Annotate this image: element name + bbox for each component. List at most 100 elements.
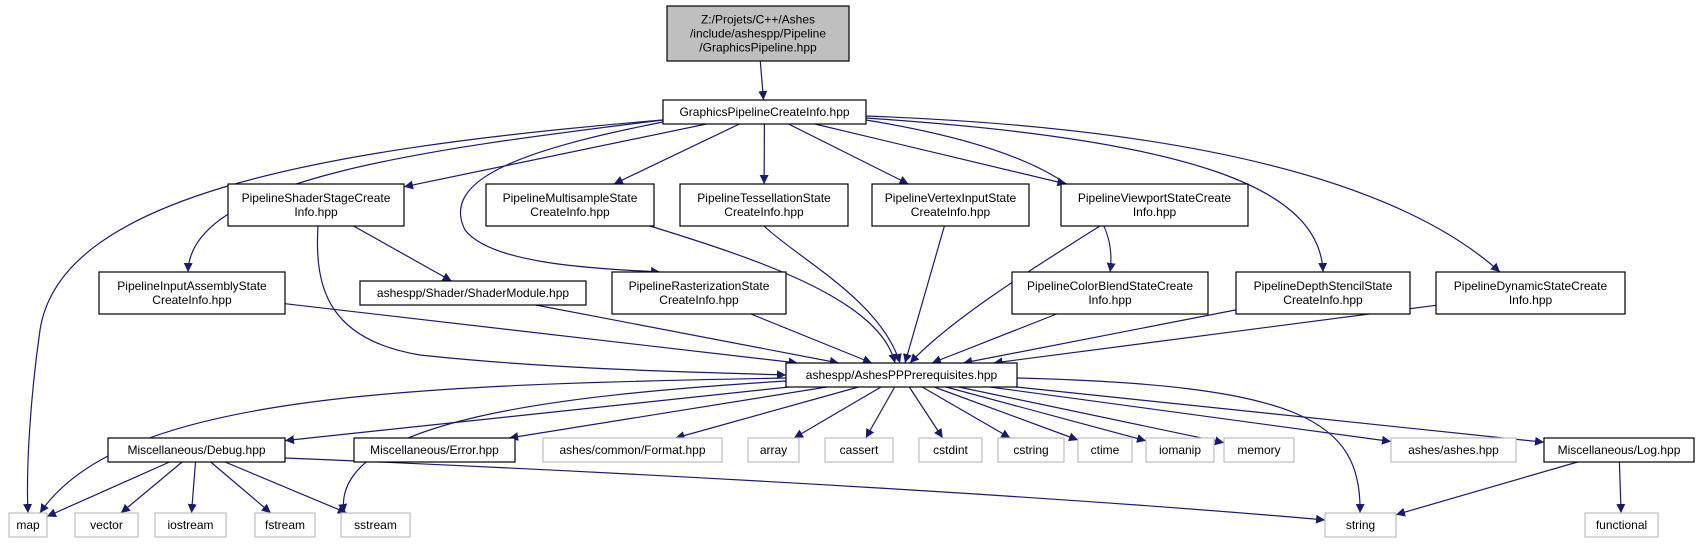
- edge-prereq-to-error: [509, 386, 827, 442]
- node-label: ashespp/AshesPPPrerequisites.hpp: [806, 368, 998, 382]
- node-box: [1390, 437, 1517, 463]
- edge-log-to-functional: [1616, 461, 1626, 514]
- edge-pvisci-to-prereq: [903, 225, 945, 364]
- edge-gpci-to-pvisci: [788, 123, 909, 185]
- node-box: [8, 512, 48, 538]
- node-box: [1584, 512, 1659, 538]
- edge-debug-to-sstream: [224, 461, 348, 514]
- edge-ptsci-to-prereq: [763, 225, 902, 364]
- edge-prereq-to-memory: [958, 386, 1225, 446]
- node-ctime: ctime: [1077, 437, 1133, 463]
- node-box: [747, 437, 800, 463]
- node-vector: vector: [74, 512, 139, 538]
- edge-debug-to-string: [284, 457, 1326, 524]
- node-label: /GraphicsPipeline.hpp: [699, 41, 817, 55]
- node-root[interactable]: Z:/Projets/C++/Ashes/include/ashespp/Pip…: [666, 5, 850, 62]
- node-box: [611, 271, 787, 315]
- node-sstream: sstream: [340, 512, 411, 538]
- node-label: PipelineViewportStateCreate: [1078, 191, 1232, 205]
- node-functional: functional: [1584, 512, 1659, 538]
- node-box: [1235, 271, 1411, 315]
- edge-prereq-to-sstream: [338, 380, 787, 514]
- edge-debug-to-map: [46, 461, 170, 518]
- node-cstdint: cstdint: [918, 437, 983, 463]
- node-label: PipelineVertexInputState: [885, 191, 1017, 205]
- node-label: CreateInfo.hpp: [152, 293, 232, 307]
- node-log[interactable]: Miscellaneous/Log.hpp: [1543, 437, 1695, 463]
- node-label: sstream: [354, 518, 397, 532]
- edge-prereq-to-array: [793, 386, 882, 439]
- node-label: Info.hpp: [294, 205, 338, 219]
- edge-pdssci-to-prereq: [963, 309, 1237, 366]
- node-box: [871, 183, 1030, 227]
- node-format: ashes/common/Format.hpp: [542, 437, 723, 463]
- edge-prsci-to-prereq: [750, 313, 873, 364]
- edge-pdynsci-to-prereq: [993, 304, 1437, 367]
- node-label: Info.hpp: [1509, 293, 1553, 307]
- node-label: cstdint: [933, 443, 968, 457]
- node-label: map: [16, 518, 40, 532]
- node-label: memory: [1237, 443, 1280, 457]
- edge-shadermod-to-prereq: [535, 304, 839, 366]
- node-label: PipelineTessellationState: [697, 191, 831, 205]
- node-label: Info.hpp: [1133, 205, 1177, 219]
- edge-debug-to-vector: [120, 461, 183, 514]
- edge-prereq-to-cstring: [921, 386, 1011, 439]
- node-label: CreateInfo.hpp: [724, 205, 804, 219]
- node-gpci[interactable]: GraphicsPipelineCreateInfo.hpp: [662, 99, 867, 125]
- node-label: PipelineDynamicStateCreate: [1454, 279, 1608, 293]
- node-array: array: [747, 437, 800, 463]
- node-box: [340, 512, 411, 538]
- node-box: [997, 437, 1065, 463]
- edge-gpci-to-pdynsci: [865, 115, 1501, 273]
- node-cassert: cassert: [824, 437, 894, 463]
- node-label: ashes/ashes.hpp: [1408, 443, 1499, 457]
- edge-pssci-to-prereq: [316, 225, 787, 380]
- node-box: [1435, 271, 1626, 315]
- edge-prereq-to-log: [1016, 386, 1545, 446]
- node-label: Miscellaneous/Log.hpp: [1558, 443, 1681, 457]
- node-box: [1077, 437, 1133, 463]
- node-debug[interactable]: Miscellaneous/Debug.hpp: [107, 437, 286, 463]
- node-label: iostream: [167, 518, 213, 532]
- edge-prereq-to-cassert: [865, 386, 896, 439]
- node-box: [107, 437, 286, 463]
- node-label: CreateInfo.hpp: [659, 293, 739, 307]
- node-label: fstream: [265, 518, 305, 532]
- node-fstream: fstream: [254, 512, 316, 538]
- edge-piasci-to-prereq: [284, 303, 798, 367]
- node-box: [1324, 512, 1397, 538]
- node-box: [353, 437, 516, 463]
- node-label: vector: [90, 518, 123, 532]
- node-box: [662, 99, 867, 125]
- node-error[interactable]: Miscellaneous/Error.hpp: [353, 437, 516, 463]
- node-prereq[interactable]: ashespp/AshesPPPrerequisites.hpp: [785, 362, 1018, 388]
- node-label: iomanip: [1159, 443, 1201, 457]
- node-label: cassert: [840, 443, 879, 457]
- node-label: Miscellaneous/Error.hpp: [370, 443, 499, 457]
- edge-prereq-to-string: [1016, 377, 1365, 514]
- node-shadermod[interactable]: ashespp/Shader/ShaderModule.hpp: [359, 280, 587, 306]
- node-label: Z:/Projets/C++/Ashes: [701, 13, 815, 27]
- edge-pssci-to-shadermod: [353, 225, 452, 282]
- node-memory: memory: [1223, 437, 1295, 463]
- node-label: GraphicsPipelineCreateInfo.hpp: [679, 105, 849, 119]
- node-label: PipelineRasterizationState: [629, 279, 770, 293]
- node-label: array: [760, 443, 787, 457]
- edge-prereq-to-map: [39, 377, 787, 514]
- node-box: [824, 437, 894, 463]
- node-box: [227, 183, 405, 227]
- node-label: PipelineInputAssemblyState: [117, 279, 267, 293]
- node-label: string: [1346, 518, 1375, 532]
- node-label: Info.hpp: [1088, 293, 1132, 307]
